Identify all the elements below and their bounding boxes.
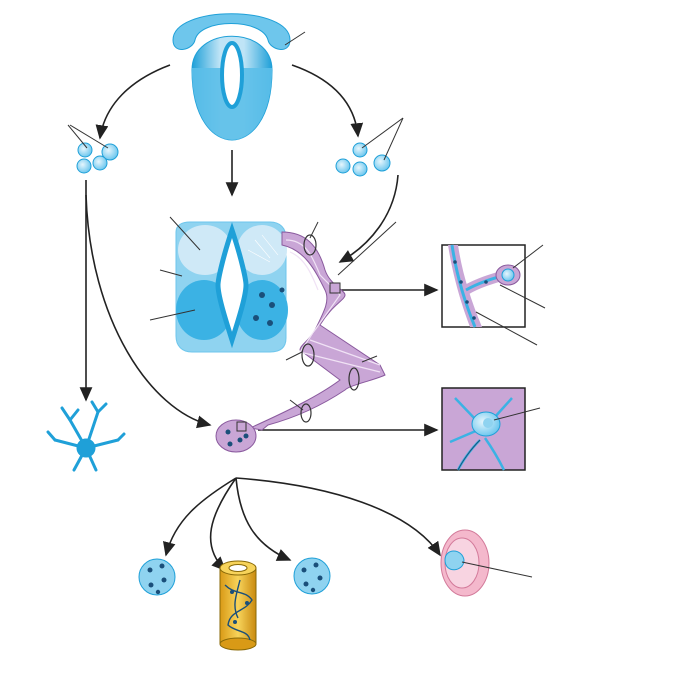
myelin-inset (441, 244, 546, 346)
derivative-cell-group-2 (293, 557, 331, 595)
nerve-fiber-cylinder (219, 560, 257, 651)
neurons-in-cord (253, 287, 285, 326)
ganglion (215, 419, 257, 453)
derivative-cell-group-1 (138, 558, 176, 596)
developmental-arrows (79, 64, 439, 437)
derivative-arrows (162, 477, 441, 572)
neuron-inset (441, 387, 541, 471)
cell-cluster-right (335, 117, 404, 177)
sensory-organ (440, 529, 533, 597)
astrocyte (46, 400, 126, 472)
peripheral-nerve (248, 221, 397, 431)
cell-cluster-left (67, 124, 119, 174)
spinal-cord-section (149, 216, 288, 353)
neural-tube (172, 13, 306, 141)
